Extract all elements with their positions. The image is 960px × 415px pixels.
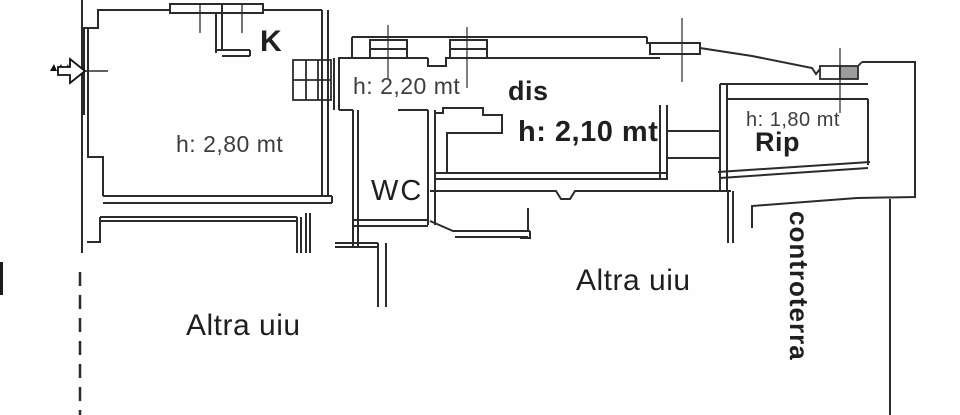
- area-label-other-unit-center: Altra uiu: [576, 264, 691, 297]
- area-label-controterra: controterra: [784, 211, 814, 361]
- dis-walls: [435, 107, 667, 180]
- height-label-dis: h: 2,10 mt: [518, 116, 659, 148]
- bottom-walls: [87, 190, 753, 307]
- height-label-kitchen: h: 2,80 mt: [176, 131, 284, 157]
- rip-walls: [717, 83, 871, 179]
- gray-window-icon: [819, 61, 863, 80]
- room-label-wc: WC: [371, 175, 424, 207]
- corridor-walls: [333, 18, 841, 113]
- stair-shaft: [659, 84, 728, 190]
- room-label-rip: Rip: [755, 127, 800, 157]
- edge-mark: [0, 262, 3, 295]
- window-grid-icon: [292, 59, 332, 101]
- left-wall: [81, 0, 322, 253]
- kitchen-walls: [103, 3, 333, 204]
- height-label-rip: h: 1,80 mt: [746, 109, 840, 131]
- height-label-corridor: h: 2,20 mt: [353, 73, 461, 99]
- room-label-dis: dis: [508, 76, 549, 106]
- entrance-arrow-icon: [50, 57, 108, 85]
- room-label-kitchen: K: [260, 25, 283, 58]
- wc-walls: [352, 109, 436, 248]
- area-label-other-unit-left: Altra uiu: [186, 309, 301, 342]
